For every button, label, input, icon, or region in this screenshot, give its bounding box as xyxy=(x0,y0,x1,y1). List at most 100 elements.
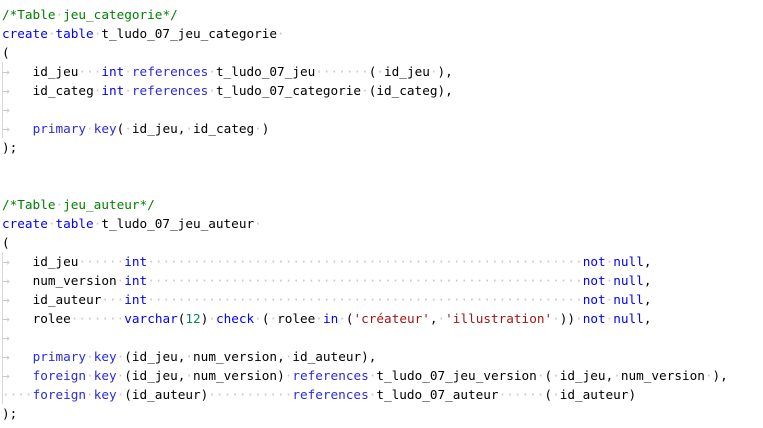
code-line: ( xyxy=(2,233,728,252)
space-marker: · xyxy=(55,7,64,22)
space-marker: · xyxy=(284,349,293,364)
space-marker: · xyxy=(109,311,117,326)
space-marker: · xyxy=(124,121,132,136)
punctuation-token: ( xyxy=(124,349,132,364)
space-marker: · xyxy=(536,387,545,402)
code-line xyxy=(2,157,728,176)
code-line: ····foreign·key·(id_auteur)···········re… xyxy=(2,385,728,404)
space-marker: · xyxy=(521,387,530,402)
code-line: /*Table·jeu_auteur*/ xyxy=(2,195,728,214)
code-line: →rolee·······varchar(12)·check·(·rolee·i… xyxy=(2,309,728,328)
space-marker: · xyxy=(185,121,194,136)
punctuation-token: )) xyxy=(559,311,576,326)
space-marker: · xyxy=(429,254,438,269)
space-marker: · xyxy=(223,273,232,288)
space-marker: · xyxy=(116,273,125,288)
code-line: →num_version·int························… xyxy=(2,271,728,290)
number-token: 12 xyxy=(185,311,201,326)
space-marker: · xyxy=(101,292,109,307)
space-marker: · xyxy=(93,254,102,269)
space-marker: · xyxy=(315,254,323,269)
keyword-token: int xyxy=(124,273,148,288)
keyword-token: foreign xyxy=(32,387,87,402)
punctuation-token: ( xyxy=(544,368,553,383)
indent-guide xyxy=(2,271,3,290)
space-marker: · xyxy=(24,387,33,402)
punctuation-token: ( xyxy=(2,235,10,250)
space-marker: · xyxy=(567,254,576,269)
space-marker: · xyxy=(445,292,453,307)
space-marker: · xyxy=(307,254,316,269)
space-marker: · xyxy=(338,311,346,326)
space-marker: · xyxy=(437,273,446,288)
punctuation-token: ( xyxy=(116,121,125,136)
space-marker: · xyxy=(277,273,285,288)
space-marker: · xyxy=(399,273,407,288)
space-marker: · xyxy=(246,254,255,269)
code-line: →id_jeu···int·references·t_ludo_07_jeu··… xyxy=(2,62,728,81)
indent-guide xyxy=(2,366,3,385)
punctuation-token: ), xyxy=(361,349,377,364)
space-marker: · xyxy=(277,292,285,307)
keyword-token: table xyxy=(55,216,94,231)
space-marker: · xyxy=(269,292,278,307)
space-marker: · xyxy=(391,292,400,307)
code-line: →foreign·key·(id_jeu,·num_version)·refer… xyxy=(2,366,728,385)
space-marker: · xyxy=(384,254,392,269)
indent-guide xyxy=(2,385,3,404)
code-editor[interactable]: /*Table·jeu_categorie*/create·table·t_lu… xyxy=(2,5,728,423)
identifier-token: rolee xyxy=(277,311,316,326)
space-marker: · xyxy=(552,292,560,307)
space-marker: · xyxy=(468,254,476,269)
string-token: 'illustration' xyxy=(445,311,553,326)
keyword-token: foreign xyxy=(32,368,87,383)
comment-token: Table xyxy=(17,7,56,22)
space-marker: · xyxy=(613,368,621,383)
space-marker: · xyxy=(330,254,339,269)
tab-marker: → xyxy=(2,292,10,307)
space-marker: · xyxy=(116,387,125,402)
identifier-token: num_version xyxy=(193,349,278,364)
space-marker: · xyxy=(437,254,446,269)
space-marker: · xyxy=(368,387,377,402)
space-marker: · xyxy=(124,64,132,79)
identifier-token: t_ludo_07_jeu_version xyxy=(376,368,537,383)
keyword-token: table xyxy=(55,26,94,41)
comment-token: */ xyxy=(162,7,178,22)
space-marker: · xyxy=(552,387,560,402)
identifier-token: id_jeu xyxy=(384,64,430,79)
space-marker: · xyxy=(330,273,339,288)
punctuation-token: ), xyxy=(712,368,728,383)
space-marker: · xyxy=(384,292,392,307)
keyword-token: not xyxy=(582,292,606,307)
space-marker: · xyxy=(177,254,186,269)
identifier-token: id_categ xyxy=(32,83,94,98)
punctuation-token: , xyxy=(177,368,186,383)
space-marker: · xyxy=(361,254,369,269)
space-marker: · xyxy=(185,368,194,383)
space-marker: · xyxy=(55,197,64,212)
space-marker: · xyxy=(307,292,316,307)
space-marker: · xyxy=(414,273,423,288)
keyword-token: not xyxy=(582,311,606,326)
punctuation-token: ); xyxy=(2,140,18,155)
space-marker: · xyxy=(93,26,102,41)
space-marker: · xyxy=(338,292,346,307)
space-marker: · xyxy=(177,273,186,288)
space-marker: · xyxy=(300,273,308,288)
space-marker: · xyxy=(101,254,109,269)
space-marker: · xyxy=(223,254,232,269)
space-marker: · xyxy=(345,292,354,307)
space-marker: · xyxy=(193,292,201,307)
space-marker: · xyxy=(315,292,323,307)
tab-marker: → xyxy=(2,330,10,345)
space-marker: · xyxy=(269,254,278,269)
tab-marker: → xyxy=(2,102,10,117)
space-marker: · xyxy=(536,368,545,383)
space-marker: · xyxy=(491,254,499,269)
space-marker: · xyxy=(521,292,530,307)
space-marker: · xyxy=(238,292,247,307)
space-marker: · xyxy=(368,273,377,288)
space-marker: · xyxy=(345,64,354,79)
identifier-token: rolee xyxy=(32,311,71,326)
